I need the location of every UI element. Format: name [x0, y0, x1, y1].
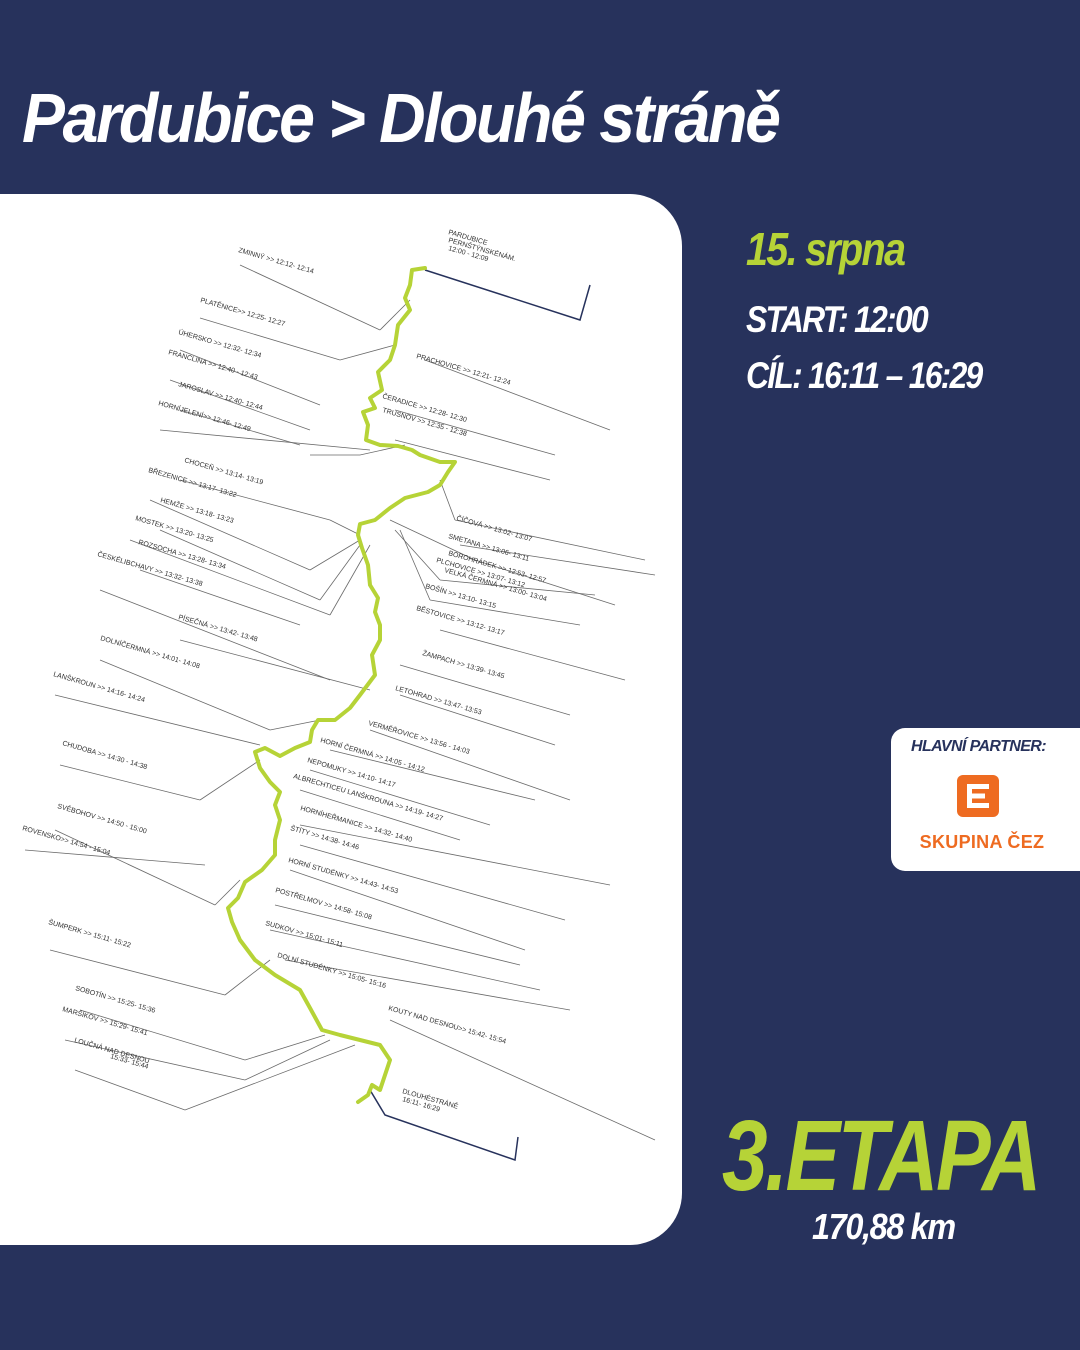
connector-lines [184, 299, 476, 1111]
stage-distance: 170,88 km [812, 1206, 956, 1247]
stop-label: ŠTÍTY >> 14:38- 14:46 [289, 823, 360, 851]
page-title: Pardubice > Dlouhé stráně [22, 79, 781, 157]
start-time: START: 12:00 [746, 299, 929, 340]
stop-label: ŠUMPERK >> 15:11- 15:22 [47, 917, 132, 949]
stop-label: ROVENSKO>> 14:54 - 15:04 [21, 825, 111, 857]
finish-time: CÍL: 16:11 – 16:29 [746, 355, 983, 396]
stop-label: ZMINNÝ >> 12:12- 12:14 [237, 245, 315, 275]
cez-logo-icon [957, 775, 999, 822]
stop-label: HORNÍ STUDÉNKY >> 14:43- 14:53 [287, 855, 399, 895]
stop-label: POSTŘELMOV >> 14:58- 15:08 [274, 885, 373, 921]
stop-label: ŽAMPACH >> 13:39- 13:45 [421, 648, 505, 680]
start-marker [424, 269, 591, 321]
stop-label: MOSTEK >> 13:20- 13:25 [134, 515, 214, 544]
stop-label: LANŠKROUN >> 14:16- 14:24 [52, 669, 146, 704]
partner-name: SKUPINA ČEZ [919, 832, 1045, 852]
race-date: 15. srpna [746, 223, 906, 275]
route-line [226, 266, 457, 1104]
stop-label: PRACHOVICE >> 12:21- 12:24 [415, 353, 511, 387]
leader-lines [24, 264, 656, 1141]
stop-label: DOLNÍČERMNÁ >> 14:01- 14:08 [99, 633, 201, 670]
race-times: START: 12:00 CÍL: 16:11 – 16:29 [746, 292, 1020, 404]
stop-label: LETOHRAD >> 13:47- 13:53 [394, 685, 482, 716]
stage-number: 3.ETAPA [722, 1100, 1041, 1212]
stop-label: PÍSEČNÁ >> 13:42- 13:48 [177, 612, 259, 643]
partner-label: HLAVNÍ PARTNER: [910, 738, 1047, 755]
stop-label: CHUDOBA >> 14:30 - 14:38 [61, 740, 148, 771]
stop-label: SUDKOV >> 15:01- 15:11 [264, 920, 343, 949]
partner-card: HLAVNÍ PARTNER: SKUPINA ČEZ [891, 728, 1080, 871]
stop-label: KOUTY NAD DESNOU>> 15:42- 15:54 [387, 1005, 506, 1045]
stop-label: VERMĚŘOVICE >> 13:56 - 14:03 [367, 718, 471, 756]
stop-label: JAROSLAV >> 12:40- 12:44 [177, 381, 263, 412]
stop-label: PLATĚNICE>> 12:25- 12:27 [199, 295, 286, 328]
stop-label: SOBOTÍN >> 15:25- 15:36 [74, 983, 156, 1015]
stop-label: SVĚBOHOV >> 14:50 - 15:00 [56, 801, 148, 835]
finish-marker [369, 1089, 519, 1162]
